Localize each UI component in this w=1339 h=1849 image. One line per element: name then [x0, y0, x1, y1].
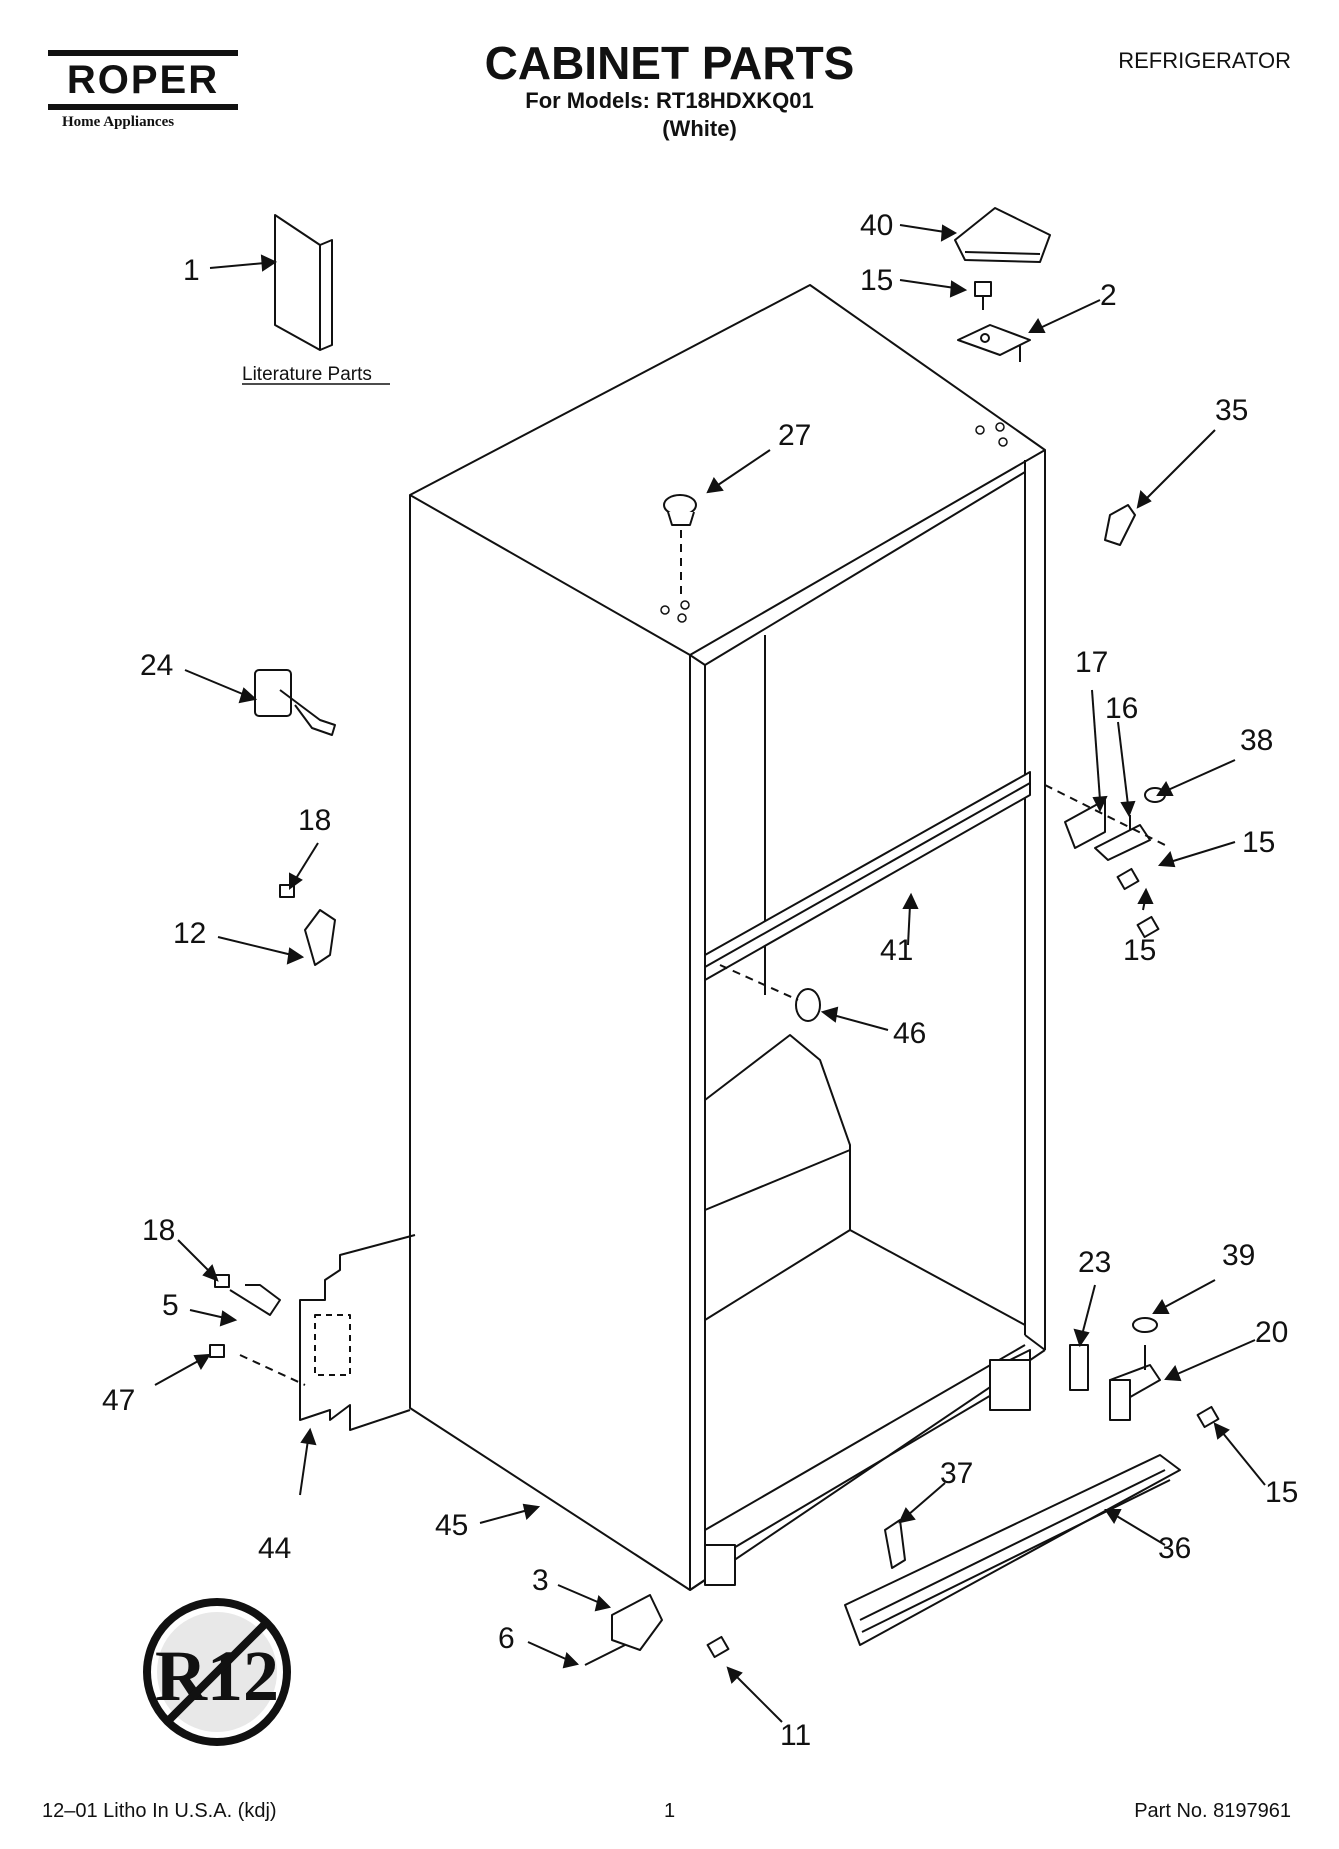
callout-27: 27: [778, 419, 811, 452]
variant-label: (White): [662, 116, 737, 141]
callout-3: 3: [532, 1564, 549, 1597]
page-title: CABINET PARTS: [484, 37, 855, 89]
callout-20: 20: [1255, 1316, 1288, 1349]
callout-15-middle: 15: [1123, 934, 1156, 967]
callout-16: 16: [1105, 692, 1138, 725]
brand-bottom-bar: [48, 104, 238, 110]
top-hinge-part: [957, 324, 1031, 362]
callout-18-lower: 18: [142, 1214, 175, 1247]
hinge-cap-part: [1104, 504, 1136, 546]
brand-logo: ROPER: [48, 50, 238, 120]
callout-labels: 1 40 15 2 35 27 24 17 16 38 15 18 12 41 …: [102, 209, 1298, 1752]
grille-clip-part: [884, 1519, 906, 1569]
models-line: For Models: RT18HDXKQ01: [525, 88, 814, 113]
callout-24: 24: [140, 649, 173, 682]
callout-44: 44: [258, 1532, 291, 1565]
no-r12-logo: R12: [143, 1598, 291, 1746]
callout-37: 37: [940, 1457, 973, 1490]
brand-tagline: Home Appliances: [62, 114, 175, 130]
callout-35: 35: [1215, 394, 1248, 427]
callout-45: 45: [435, 1509, 468, 1542]
callout-36: 36: [1158, 1532, 1191, 1565]
callout-41: 41: [880, 934, 913, 967]
rear-corner-bracket: [989, 1359, 1031, 1411]
callout-6: 6: [498, 1622, 515, 1655]
callout-23: 23: [1078, 1246, 1111, 1279]
toe-grille-part: [844, 1454, 1181, 1646]
callout-18-upper: 18: [298, 804, 331, 837]
callout-11: 11: [780, 1719, 811, 1752]
callout-40: 40: [860, 209, 893, 242]
callout-5: 5: [162, 1289, 179, 1322]
hinge-cover-part: [954, 207, 1051, 263]
callout-1: 1: [183, 254, 200, 287]
callout-17: 17: [1075, 646, 1108, 679]
screw-parts: [209, 281, 1220, 1659]
roller-bracket-part: [584, 1594, 663, 1666]
divider-bar: [704, 771, 1031, 981]
callout-46: 46: [893, 1017, 926, 1050]
callout-38: 38: [1240, 724, 1273, 757]
plug-46-part: [719, 964, 821, 1022]
callout-2: 2: [1100, 279, 1117, 312]
front-corner-bracket: [704, 1544, 736, 1586]
cabinet-body: [409, 284, 1046, 1591]
page-number: 1: [663, 1800, 676, 1822]
top-holes: [660, 422, 1008, 623]
plug-part: [663, 494, 697, 600]
cabinet-liner: [704, 1034, 1026, 1326]
category-label: REFRIGERATOR: [1118, 48, 1291, 73]
clip-part: [304, 909, 336, 966]
door-stop-part: [254, 669, 336, 736]
callout-47: 47: [102, 1384, 135, 1417]
brand-top-bar: [48, 50, 238, 56]
part-number: Part No. 8197961: [1134, 1800, 1291, 1822]
leader-arrows: [154, 224, 1266, 1723]
callout-15-right: 15: [1242, 826, 1275, 859]
callout-15-top: 15: [860, 264, 893, 297]
center-hinge-part: [1044, 784, 1166, 861]
callout-15-bottom: 15: [1265, 1476, 1298, 1509]
literature-booklet: [274, 214, 333, 351]
callout-39: 39: [1222, 1239, 1255, 1272]
callout-12: 12: [173, 917, 206, 950]
print-info: 12–01 Litho In U.S.A. (kdj): [42, 1800, 277, 1822]
brand-name: ROPER: [66, 58, 220, 102]
literature-parts-label: Literature Parts: [242, 364, 372, 385]
toe-grille-bracket: [229, 1234, 416, 1431]
